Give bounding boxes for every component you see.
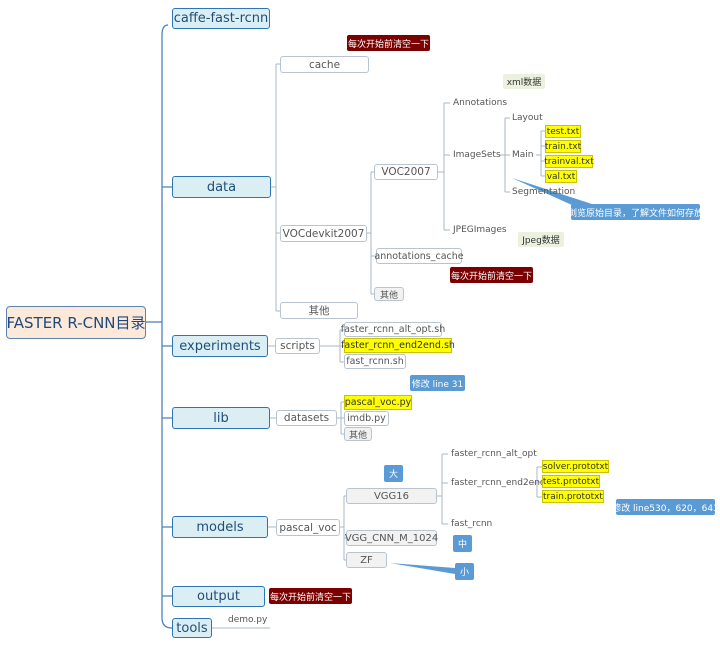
node-cache[interactable]: cache: [280, 56, 369, 73]
node-train-prototxt[interactable]: train.prototxt: [542, 490, 604, 503]
node-voc-other[interactable]: 其他: [374, 287, 404, 301]
node-voc2007[interactable]: VOC2007: [374, 164, 438, 180]
node-trainval-txt[interactable]: trainval.txt: [544, 155, 594, 168]
node-main[interactable]: Main: [512, 150, 534, 160]
node-train-txt[interactable]: train.txt: [544, 140, 582, 153]
node-layout[interactable]: Layout: [512, 113, 543, 123]
node-lib[interactable]: lib: [172, 407, 270, 429]
note-output-clear: 每次开始前清空一下: [269, 588, 352, 604]
note-big: 大: [384, 465, 403, 482]
node-scripts[interactable]: scripts: [275, 338, 320, 354]
node-experiments[interactable]: experiments: [172, 335, 268, 357]
node-datasets[interactable]: datasets: [276, 410, 337, 426]
node-faster-rcnn-end2end[interactable]: faster_rcnn_end2end: [451, 478, 546, 488]
node-vgg-cnn-m-1024[interactable]: VGG_CNN_M_1024: [345, 530, 438, 546]
node-lib-other[interactable]: 其他: [344, 427, 372, 441]
node-data-other[interactable]: 其他: [280, 302, 358, 319]
node-imagesets[interactable]: ImageSets: [453, 150, 501, 160]
note-modify-line31: 修改 line 31: [410, 375, 465, 391]
node-vocdevkit2007[interactable]: VOCdevkit2007: [280, 225, 367, 242]
node-output[interactable]: output: [172, 586, 265, 607]
node-vgg16[interactable]: VGG16: [346, 488, 437, 504]
node-solver-prototxt[interactable]: solver.prototxt: [542, 460, 609, 473]
node-jpegimages[interactable]: JPEGImages: [453, 225, 507, 235]
node-test-prototxt[interactable]: test.prototxt: [542, 475, 600, 488]
node-data[interactable]: data: [172, 176, 271, 198]
note-jpeg: Jpeg数据: [518, 232, 564, 247]
node-faster-rcnn-end2end-sh[interactable]: faster_rcnn_end2end.sh: [341, 338, 455, 353]
node-faster-rcnn-alt-opt-sh[interactable]: faster_rcnn_alt_opt.sh: [340, 322, 446, 337]
note-small: 小: [455, 563, 474, 580]
node-val-txt[interactable]: val.txt: [545, 170, 577, 183]
node-fast-rcnn-sh[interactable]: fast_rcnn.sh: [344, 354, 406, 369]
node-caffe-fast-rcnn[interactable]: caffe-fast-rcnn: [172, 8, 270, 29]
root-node[interactable]: FASTER R-CNN目录: [6, 306, 146, 339]
node-annotations[interactable]: Annotations: [453, 98, 508, 108]
node-faster-rcnn-alt-opt[interactable]: faster_rcnn_alt_opt: [451, 449, 537, 459]
node-pascal-voc[interactable]: pascal_voc: [276, 519, 340, 536]
note-cache-clear: 每次开始前清空一下: [347, 35, 430, 51]
note-xml: xml数据: [503, 74, 545, 89]
node-models[interactable]: models: [172, 516, 268, 538]
note-medium: 中: [453, 535, 472, 552]
node-test-txt[interactable]: test.txt: [545, 125, 581, 138]
note-modify-lines: 修改 line530，620，643: [612, 499, 719, 515]
node-zf[interactable]: ZF: [346, 552, 387, 568]
node-tools[interactable]: tools: [172, 618, 212, 638]
node-fast-rcnn[interactable]: fast_rcnn: [451, 519, 493, 529]
node-imdb-py[interactable]: imdb.py: [344, 411, 389, 426]
node-annotations-cache[interactable]: annotations_cache: [374, 248, 464, 264]
node-segmentation[interactable]: Segmentation: [512, 187, 576, 197]
node-pascal-voc-py[interactable]: pascal_voc.py: [344, 395, 412, 410]
note-browse: 浏览原始目录，了解文件如何存放: [568, 204, 703, 220]
note-annotations-cache-clear: 每次开始前清空一下: [450, 267, 533, 283]
node-demo-py[interactable]: demo.py: [228, 615, 268, 625]
